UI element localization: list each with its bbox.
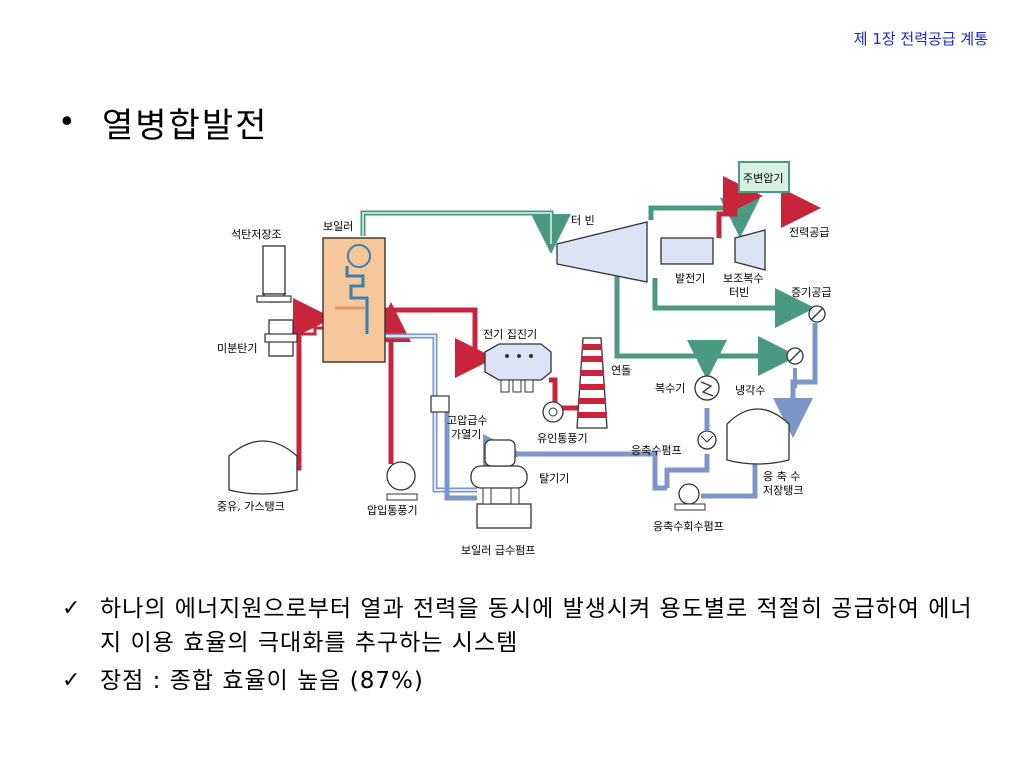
fuel-line-coal (293, 298, 333, 338)
chapter-label: 제 1장 전력공급 계통 (853, 30, 988, 48)
checkmark-icon: ✓ (62, 668, 81, 693)
label-coal-bunker: 석탄저장조 (231, 228, 282, 241)
hp-heater (430, 395, 450, 413)
condensate-pump-line (664, 454, 710, 488)
return-valve-icon (786, 347, 804, 365)
flue-gas-duct (385, 307, 495, 378)
label-condensate-tank-1: 응 축 수 (763, 470, 800, 483)
power-line-to-transformer (716, 176, 763, 238)
label-id-fan: 유인통풍기 (537, 432, 588, 445)
turbine (556, 221, 648, 283)
label-esp: 전기 집진기 (483, 328, 537, 341)
main-transformer (738, 161, 790, 193)
title-row: • 열병합발전 (58, 98, 268, 147)
condensate-pump (697, 430, 717, 450)
steam-supply-pipe (652, 278, 815, 328)
oil-gas-tank (228, 440, 298, 495)
feedwater-pipe-ret (444, 410, 477, 501)
label-steam-supply: 증기공급 (791, 286, 831, 299)
label-return-pump: 응축수회수펌프 (653, 520, 724, 533)
slide-title: 열병합발전 (102, 106, 269, 146)
label-power-supply: 전력공급 (789, 226, 829, 239)
label-condensate-tank-2: 저장탱크 (763, 484, 803, 497)
bullet-points: ✓ 하나의 에너지원으로부터 열과 전력을 동시에 발생시켜 용도별로 적절히 … (62, 592, 982, 702)
condensate-return-pipe (483, 434, 667, 491)
exhaust-steam-pipe (614, 276, 798, 376)
steam-supply-valve-icon (808, 305, 826, 323)
coal-bunker (256, 245, 292, 303)
point-advantage-text: 장점 : 종합 효율이 높음 (87%) (100, 668, 424, 694)
power-line-out (781, 188, 821, 228)
steam-return-gauge1 (773, 323, 818, 438)
label-turbine: 터 빈 (571, 214, 595, 227)
chp-plant-diagram: 석탄저장조 보일러 터 빈 주변압기 전력공급 발전기 보조복수 터빈 증기공급… (215, 158, 847, 562)
steam-pipe-aux (648, 198, 760, 238)
label-transformer: 주변압기 (743, 172, 783, 185)
label-deaerator: 탈기기 (539, 472, 569, 485)
label-condenser: 복수기 (655, 382, 685, 395)
condensate-return-pump (674, 483, 706, 511)
label-pulverizer: 미분탄기 (217, 342, 257, 355)
point-advantage: ✓ 장점 : 종합 효율이 높음 (87%) (62, 664, 982, 698)
storage-tank-return (701, 464, 758, 499)
pulverizer (264, 319, 298, 357)
label-aux-turbine-1: 보조복수 (723, 272, 763, 285)
point-definition-text: 하나의 에너지원으로부터 열과 전력을 동시에 발생시켜 용도별로 적절히 공급… (100, 596, 973, 656)
label-generator: 발전기 (675, 272, 705, 285)
label-hp-heater-1: 고압급수 (447, 414, 487, 427)
label-boiler: 보일러 (323, 219, 353, 233)
chimney (576, 337, 608, 429)
point-definition: ✓ 하나의 에너지원으로부터 열과 전력을 동시에 발생시켜 용도별로 적절히 … (62, 592, 982, 660)
checkmark-icon: ✓ (62, 596, 81, 621)
steam-pipe-main (360, 210, 571, 254)
label-cooling-water: 냉각수 (735, 384, 765, 397)
electrostatic-precipitator (484, 343, 552, 393)
condenser (694, 375, 720, 401)
label-chimney: 연돌 (611, 364, 631, 377)
label-aux-turbine-2: 터빈 (729, 286, 749, 299)
label-fd-fan: 압입통풍기 (367, 504, 418, 517)
id-fan (542, 401, 564, 423)
label-condensate-pump: 응축수펌프 (631, 444, 682, 457)
label-oil-gas-tank: 중유, 가스탱크 (217, 500, 285, 513)
bullet-icon: • (58, 105, 76, 140)
boiler (322, 237, 386, 363)
aux-turbine (734, 229, 766, 271)
generator (660, 237, 714, 265)
label-feed-pump: 보일러 급수펌프 (461, 543, 535, 557)
condensate-storage-tank (726, 408, 790, 465)
fd-fan (386, 461, 418, 501)
deaerator (470, 439, 532, 529)
fuel-line-oil (296, 323, 302, 471)
label-hp-heater-2: 가열기 (451, 428, 481, 441)
